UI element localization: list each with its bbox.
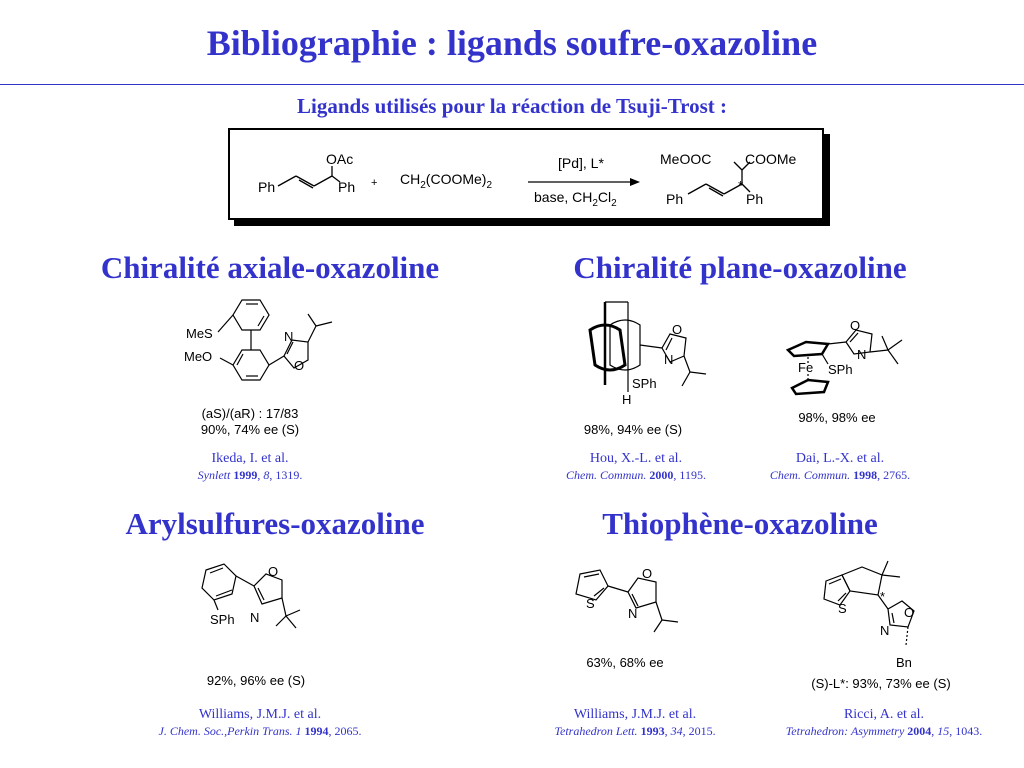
ferrocene-journal: Chem. Commun.: [769, 468, 851, 482]
thiophene-fused-o-label: O: [904, 605, 914, 620]
thiophene-simple-n-label: N: [628, 606, 637, 621]
paracyclophane-journal: Chem. Commun.: [566, 468, 647, 482]
paracyclophane-result: 98%, 94% ee (S): [583, 422, 683, 437]
reactant-ph-right-label: Ph: [338, 179, 355, 195]
axial-ratio: (aS)/(aR) : 17/83: [201, 406, 299, 421]
thiophene-fused-n-label: N: [880, 623, 889, 638]
axial-meo-label: MeO: [184, 349, 212, 364]
thiophene-simple-s-label: S: [586, 596, 595, 611]
arrow-conditions-label: base, CH2Cl2: [534, 189, 617, 209]
product-ph-right-label: Ph: [746, 191, 763, 207]
thiophene-fused-authors: Ricci, A. et al.: [843, 707, 925, 722]
axial-authors: Ikeda, I. et al.: [211, 451, 289, 466]
paracyclophane-sph-label: SPh: [632, 376, 657, 391]
axial-volume: 8: [263, 468, 270, 482]
section-planar-heading: Chiralité plane-oxazoline: [573, 250, 907, 285]
arylsulfide-year: 1994: [304, 724, 329, 738]
axial-mes-label: MeS: [186, 326, 213, 341]
paracyclophane-pages: 1195.: [679, 468, 706, 482]
product-stereocenter-star: *: [738, 178, 743, 193]
thiophene-fused-ligand-structure: S * O N Bn: [823, 560, 915, 670]
thiophene-simple-year: 1993: [640, 724, 665, 738]
axial-journal: Synlett: [197, 468, 231, 482]
ferrocene-authors: Dai, L.-X. et al.: [795, 451, 885, 466]
arrow-reagents-label: [Pd], L*: [558, 155, 604, 171]
reaction-scheme-box: OAc Ph Ph + CH2(COOMe)2 [Pd], L* base, C…: [228, 128, 824, 220]
paracyclophane-n-label: N: [664, 352, 673, 367]
axial-year: 1999: [233, 468, 258, 482]
thiophene-simple-ligand-structure: S O N: [575, 566, 679, 633]
arylsulfide-ligand-structure: O N SPh: [201, 563, 301, 629]
thiophene-fused-result: (S)-L*: 93%, 73% ee (S): [811, 676, 951, 691]
paracyclophane-ligand-structure: O N SPh H: [588, 301, 707, 407]
ferrocene-fe-label: Fe: [798, 360, 813, 375]
reactant-oac-label: OAc: [326, 151, 353, 167]
ferrocene-n-label: N: [857, 347, 866, 362]
thiophene-fused-reference: Ricci, A. et al. Tetrahedron: Asymmetry …: [754, 706, 1014, 740]
paracyclophane-reference: Hou, X.-L. et al. Chem. Commun. 2000, 11…: [536, 450, 736, 484]
axial-result: 90%, 74% ee (S): [200, 422, 300, 437]
thiophene-fused-star: *: [880, 589, 885, 604]
arylsulfide-reference: Williams, J.M.J. et al. J. Chem. Soc.,Pe…: [120, 706, 400, 740]
paracyclophane-year: 2000: [649, 468, 674, 482]
product-ph-left-label: Ph: [666, 191, 683, 207]
thiophene-simple-journal: Tetrahedron Lett.: [554, 724, 638, 738]
arylsulfide-result: 92%, 96% ee (S): [206, 673, 306, 688]
thiophene-fused-s-label: S: [838, 601, 847, 616]
ferrocene-ligand-structure: O N Fe SPh: [785, 318, 903, 396]
arylsulfide-n-label: N: [250, 610, 259, 625]
paracyclophane-authors: Hou, X.-L. et al.: [589, 451, 683, 466]
thiophene-fused-pages: 1043.: [955, 724, 983, 738]
section-axial-heading: Chiralité axiale-oxazoline: [100, 250, 440, 285]
ferrocene-reference: Dai, L.-X. et al. Chem. Commun. 1998, 27…: [740, 450, 940, 484]
thiophene-fused-bn-label: Bn: [896, 655, 912, 670]
page-title: Bibliographie : ligands soufre-oxazoline: [206, 23, 818, 63]
title-divider: [0, 84, 1024, 85]
ferrocene-sph-label: SPh: [828, 362, 853, 377]
thiophene-fused-volume: 15: [937, 724, 950, 738]
axial-pages: 1319.: [275, 468, 303, 482]
axial-ligand-structure: MeS MeO N O: [184, 299, 333, 381]
paracyclophane-h-label: H: [622, 392, 631, 407]
thiophene-simple-o-label: O: [642, 566, 652, 581]
paracyclophane-o-label: O: [672, 322, 682, 337]
arylsulfide-journal: J. Chem. Soc.,Perkin Trans. 1: [158, 724, 302, 738]
thiophene-fused-year: 2004: [907, 724, 932, 738]
plus-sign: +: [371, 177, 377, 189]
page-subtitle: Ligands utilisés pour la réaction de Tsu…: [297, 94, 727, 118]
arylsulfide-sph-label: SPh: [210, 612, 235, 627]
ferrocene-year: 1998: [853, 468, 878, 482]
ferrocene-pages: 2765.: [883, 468, 911, 482]
thiophene-simple-result: 63%, 68% ee: [586, 655, 664, 670]
section-thiophene-heading: Thiophène-oxazoline: [602, 506, 878, 541]
thiophene-fused-journal: Tetrahedron: Asymmetry: [785, 724, 905, 738]
ferrocene-result: 98%, 98% ee: [798, 410, 876, 425]
arylsulfide-pages: 2065.: [334, 724, 362, 738]
product-meooc-label: MeOOC: [660, 151, 711, 167]
arylsulfide-authors: Williams, J.M.J. et al.: [198, 707, 322, 722]
product-coome-label: COOMe: [745, 151, 797, 167]
ferrocene-o-label: O: [850, 318, 860, 333]
reactant-ph-left-label: Ph: [258, 179, 275, 195]
axial-n-label: N: [284, 329, 293, 344]
axial-o-label: O: [294, 358, 304, 373]
nucleophile-label: CH2(COOMe)2: [400, 171, 492, 191]
thiophene-simple-reference: Williams, J.M.J. et al. Tetrahedron Lett…: [520, 706, 750, 740]
reaction-scheme: OAc Ph Ph + CH2(COOMe)2 [Pd], L* base, C…: [258, 151, 797, 209]
section-aryl-heading: Arylsulfures-oxazoline: [125, 506, 425, 541]
axial-reference: Ikeda, I. et al. Synlett 1999, 8, 1319.: [150, 450, 350, 484]
arylsulfide-o-label: O: [268, 564, 278, 579]
thiophene-simple-authors: Williams, J.M.J. et al.: [573, 707, 697, 722]
thiophene-simple-volume: 34: [670, 724, 683, 738]
thiophene-simple-pages: 2015.: [688, 724, 716, 738]
